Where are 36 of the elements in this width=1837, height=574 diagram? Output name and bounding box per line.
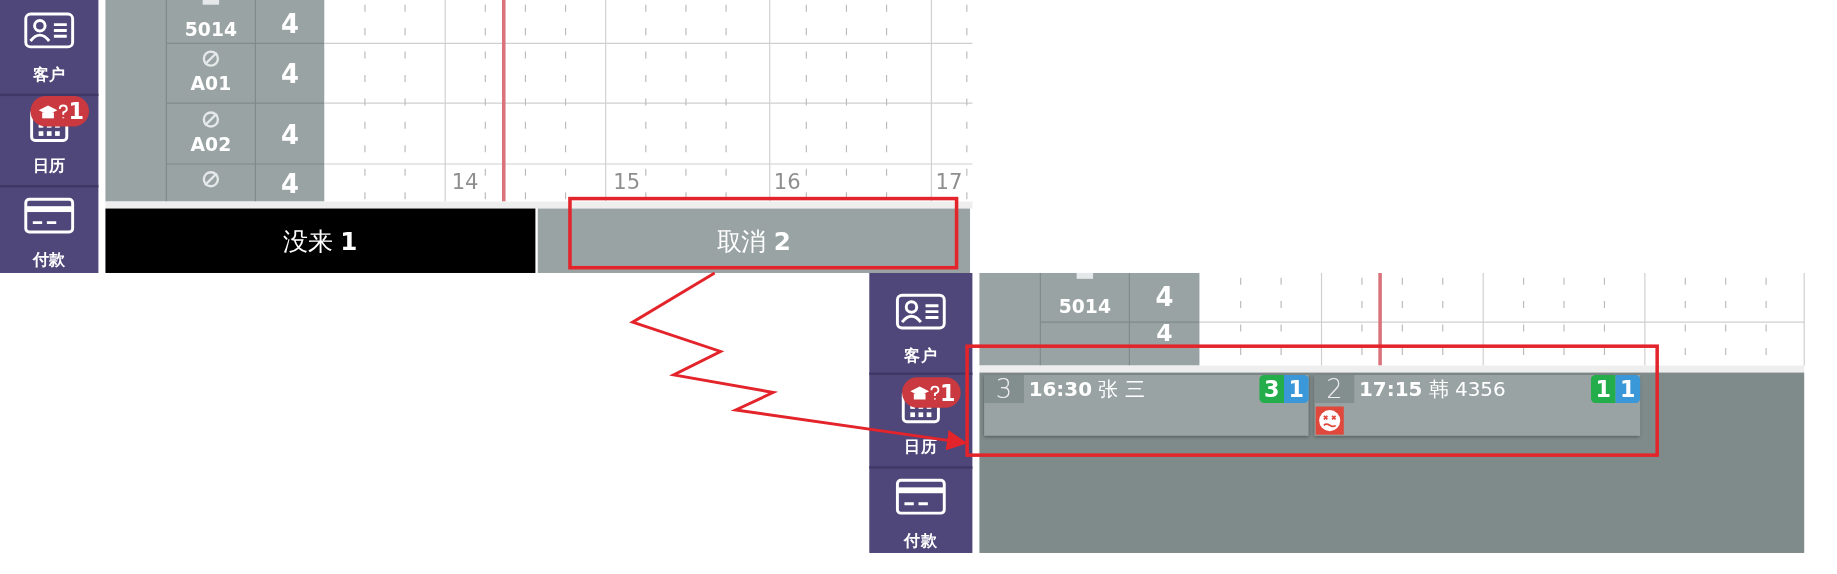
- booking-time: 16:30 张 三: [1028, 375, 1146, 403]
- menu-label: 日历: [31, 154, 67, 177]
- capacity-value: 4: [280, 58, 300, 91]
- count-badge: 1: [1590, 374, 1616, 403]
- highlight-frame: [965, 344, 1659, 457]
- number-box: 2: [1314, 374, 1355, 403]
- room-number: 5014: [183, 17, 238, 43]
- menu-label: 客户: [31, 63, 67, 86]
- count-badge: 3: [1259, 374, 1285, 403]
- room-number: A01: [189, 71, 233, 97]
- badge-count: 1: [67, 97, 85, 127]
- menu-label: 日历: [903, 436, 939, 458]
- badge-count: 1: [939, 378, 957, 408]
- room-number: 5014: [1057, 293, 1112, 319]
- no-show-button: 没来 1: [105, 208, 536, 273]
- booking-time: 17:15 韩 4356: [1359, 375, 1507, 403]
- count-badge: 1: [1284, 374, 1309, 403]
- count-badge: 1: [1615, 374, 1641, 403]
- menu-label: 客户: [903, 344, 939, 367]
- cancel-button: 取消 2: [537, 208, 971, 273]
- hour-label: 14: [450, 167, 480, 194]
- capacity-value: 4: [1155, 323, 1174, 344]
- lightning-arrow: [629, 271, 968, 451]
- capacity-value: 4: [280, 119, 300, 152]
- menu-label: 付款: [31, 248, 67, 271]
- menu-label: 付款: [902, 529, 939, 552]
- capacity-value: 4: [280, 168, 300, 200]
- booking-card: [984, 374, 1309, 436]
- hour-label: 17: [934, 167, 964, 194]
- capacity-value: 4: [280, 7, 300, 41]
- number-box: 3: [984, 374, 1024, 403]
- hour-label: 15: [612, 167, 642, 194]
- hour-label: 16: [772, 167, 802, 194]
- capacity-value: 4: [1154, 280, 1175, 314]
- room-number: A02: [189, 131, 233, 157]
- booking-card: [1314, 374, 1641, 436]
